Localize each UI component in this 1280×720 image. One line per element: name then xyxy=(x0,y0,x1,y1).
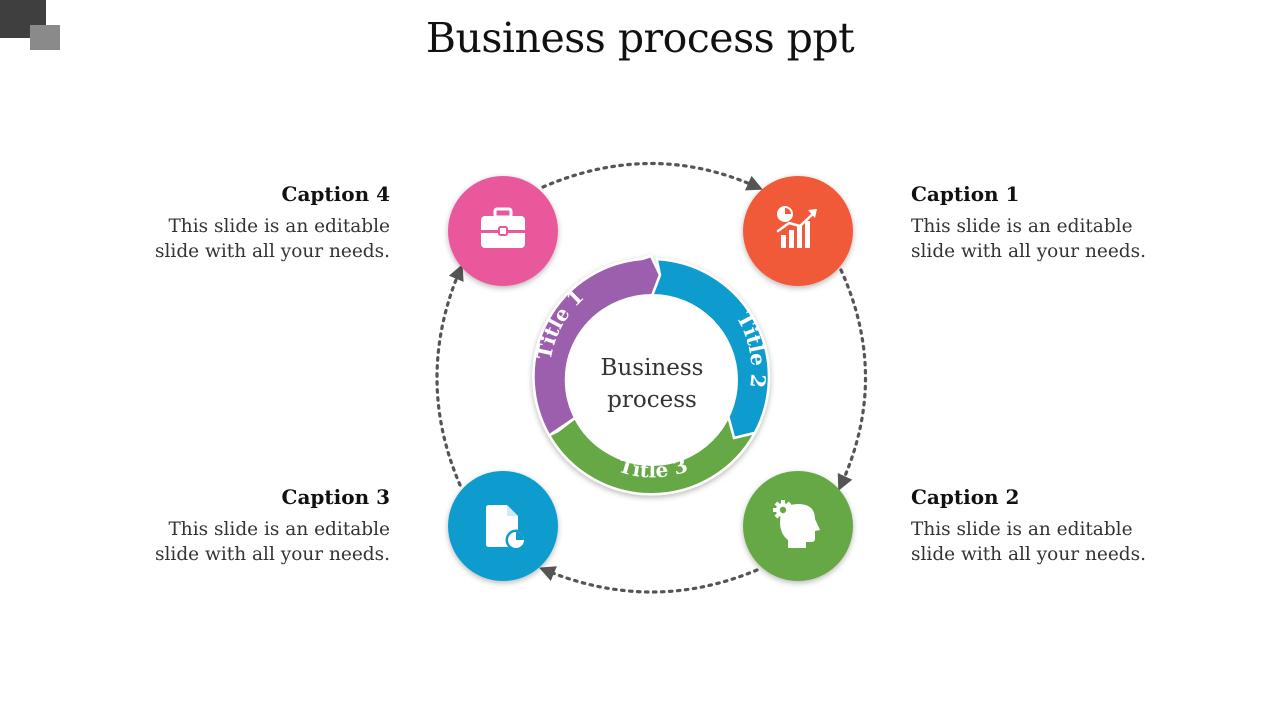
slide-title: Business process ppt xyxy=(425,14,855,62)
caption-4-line1: This slide is an editable xyxy=(168,216,390,237)
caption-1: Caption 1 This slide is an editable slid… xyxy=(911,182,1171,264)
caption-4: Caption 4 This slide is an editable slid… xyxy=(130,182,390,264)
caption-2-line1: This slide is an editable xyxy=(911,519,1133,540)
head-gear-icon xyxy=(773,500,820,548)
node-3 xyxy=(448,471,558,581)
arrow-2-to-3 xyxy=(539,566,759,594)
node-4 xyxy=(448,176,558,286)
briefcase-icon xyxy=(481,207,525,248)
caption-1-text: This slide is an editable slide with all… xyxy=(911,214,1171,264)
node-1 xyxy=(743,176,853,286)
caption-1-line1: This slide is an editable xyxy=(911,216,1133,237)
center-label-line1: Business xyxy=(601,355,704,381)
arrow-4-to-1 xyxy=(541,161,763,191)
caption-4-text: This slide is an editable slide with all… xyxy=(130,214,390,264)
document-pie-icon xyxy=(486,505,527,551)
caption-2-text: This slide is an editable slide with all… xyxy=(911,517,1171,567)
center-label-line2: process xyxy=(607,387,697,413)
center-disc xyxy=(566,294,738,466)
caption-4-line2: slide with all your needs. xyxy=(155,241,390,262)
arrow-3-to-4 xyxy=(435,264,464,487)
node-2 xyxy=(743,471,853,581)
caption-3-text: This slide is an editable slide with all… xyxy=(130,517,390,567)
corner-decoration-light xyxy=(30,25,60,50)
caption-3-line1: This slide is an editable xyxy=(168,519,390,540)
caption-3-heading: Caption 3 xyxy=(281,485,390,509)
caption-3: Caption 3 This slide is an editable slid… xyxy=(130,485,390,567)
caption-4-heading: Caption 4 xyxy=(281,182,390,206)
arrow-1-to-2 xyxy=(837,268,868,491)
caption-2-heading: Caption 2 xyxy=(911,485,1020,509)
caption-3-line2: slide with all your needs. xyxy=(155,544,390,565)
chart-growth-icon xyxy=(776,206,817,248)
caption-1-heading: Caption 1 xyxy=(911,182,1020,206)
caption-1-line2: slide with all your needs. xyxy=(911,241,1146,262)
caption-2-line2: slide with all your needs. xyxy=(911,544,1146,565)
caption-2: Caption 2 This slide is an editable slid… xyxy=(911,485,1171,567)
cycle-arrows xyxy=(435,161,868,594)
center-ring xyxy=(532,254,771,496)
